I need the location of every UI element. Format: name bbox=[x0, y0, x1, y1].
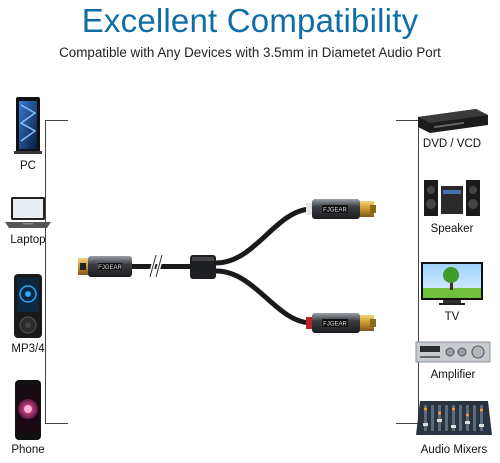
laptop-icon bbox=[5, 197, 51, 228]
rca-female-white: FJGEAR bbox=[306, 199, 376, 219]
main-cable bbox=[130, 264, 192, 269]
device-mixer: Audio Mixers bbox=[414, 395, 494, 456]
dvd-player-icon bbox=[418, 109, 488, 133]
amplifier-icon bbox=[415, 341, 491, 363]
device-label: Speaker bbox=[430, 223, 474, 235]
device-amplifier: Amplifier bbox=[414, 336, 492, 381]
pc-tower-icon bbox=[14, 97, 42, 154]
phone-icon bbox=[15, 380, 41, 440]
device-label: DVD / VCD bbox=[422, 138, 482, 150]
device-speaker: Speaker bbox=[420, 176, 484, 235]
female-35mm-jack: FJGEAR bbox=[78, 256, 132, 277]
device-mp3: MP3/4 bbox=[5, 272, 51, 355]
tv-icon bbox=[421, 262, 483, 305]
device-phone: Phone bbox=[5, 379, 51, 456]
page-title: Excellent Compatibility bbox=[81, 2, 419, 39]
rca-brand-text: FJGEAR bbox=[323, 208, 347, 214]
device-pc: PC bbox=[6, 93, 50, 172]
device-label: Audio Mixers bbox=[420, 444, 488, 456]
device-label: Amplifier bbox=[430, 369, 476, 381]
rca-brand-text: FJGEAR bbox=[323, 322, 347, 328]
y-splitter-cable: FJGEAR FJGEAR FJGEAR bbox=[78, 199, 376, 333]
jack-brand-text: FJGEAR bbox=[98, 265, 122, 271]
device-label: Phone bbox=[11, 444, 45, 456]
mp3-player-icon bbox=[14, 274, 42, 338]
device-dvd: DVD / VCD bbox=[414, 103, 490, 150]
device-label: PC bbox=[20, 160, 36, 172]
upper-branch-cable bbox=[215, 206, 311, 266]
page-subtitle: Compatible with Any Devices with 3.5mm i… bbox=[59, 45, 441, 60]
device-laptop: Laptop bbox=[3, 193, 53, 246]
audio-mixer-icon bbox=[416, 401, 492, 435]
left-bracket bbox=[45, 120, 68, 424]
right-bracket bbox=[396, 120, 419, 424]
speaker-system-icon bbox=[424, 180, 480, 216]
device-label: MP3/4 bbox=[11, 343, 45, 355]
device-label: TV bbox=[444, 311, 460, 323]
device-label: Laptop bbox=[10, 234, 46, 246]
lower-branch-cable bbox=[215, 268, 311, 326]
rca-female-red: FJGEAR bbox=[306, 313, 376, 333]
device-tv: TV bbox=[419, 260, 485, 323]
